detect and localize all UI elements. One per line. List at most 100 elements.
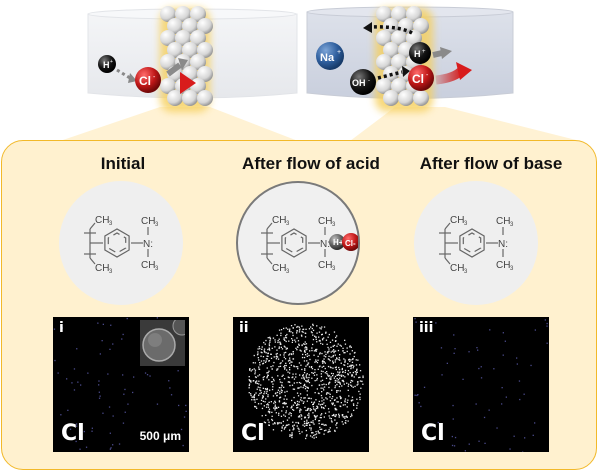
cl-signal-dot xyxy=(297,368,299,370)
cl-signal-dot xyxy=(312,343,314,346)
cl-signal-dot xyxy=(324,412,327,414)
cl-signal-dot xyxy=(335,424,337,426)
cl-signal-dot xyxy=(180,428,183,431)
cl-signal-dot xyxy=(305,435,308,437)
cl-signal-dot xyxy=(317,407,319,409)
cl-signal-dot xyxy=(314,371,316,374)
cl-signal-dot xyxy=(315,338,317,340)
cl-signal-dot xyxy=(303,378,306,380)
cl-signal-dot xyxy=(326,371,328,373)
cl-signal-dot xyxy=(334,366,337,369)
cl-signal-dot xyxy=(291,361,293,363)
cl-signal-dot xyxy=(274,405,276,408)
cl-signal-dot xyxy=(258,374,261,376)
cl-signal-dot xyxy=(285,337,288,339)
cl-signal-dot xyxy=(279,396,282,398)
cl-signal-dot xyxy=(301,330,303,333)
cl-signal-dot xyxy=(276,355,278,357)
cl-signal-dot xyxy=(316,415,318,417)
cl-signal-dot xyxy=(349,365,351,367)
cl-signal-dot xyxy=(302,353,304,356)
cl-signal-dot xyxy=(306,394,308,396)
subscript: 3 xyxy=(464,221,468,227)
cl-signal-dot xyxy=(333,351,335,354)
cl-signal-dot xyxy=(132,391,134,394)
cl-signal-dot xyxy=(289,412,291,414)
cl-signal-dot xyxy=(183,416,186,418)
cl-signal-dot xyxy=(501,403,503,405)
cl-signal-dot xyxy=(312,403,314,406)
cl-signal-dot xyxy=(260,351,262,353)
cl-signal-dot xyxy=(286,369,288,371)
cl-signal-dot xyxy=(323,407,325,410)
cl-signal-dot xyxy=(268,408,271,410)
cl-signal-dot xyxy=(269,338,272,340)
cl-signal-dot xyxy=(271,376,273,379)
cl-signal-dot xyxy=(73,389,76,391)
cl-signal-dot xyxy=(278,401,281,403)
cl-signal-dot xyxy=(308,354,310,357)
cl-signal-dot xyxy=(290,364,292,366)
cl-signal-dot xyxy=(283,403,285,405)
panel-label-iii: iii xyxy=(419,320,434,336)
cl-signal-dot xyxy=(333,377,335,379)
cl-signal-dot xyxy=(516,363,518,365)
cl-signal-dot xyxy=(334,379,336,382)
cl-signal-dot xyxy=(325,339,328,341)
cl-signal-dot xyxy=(275,406,278,409)
cl-signal-dot xyxy=(283,354,285,356)
cl-signal-dot xyxy=(350,384,352,386)
cl-signal-dot xyxy=(323,424,325,426)
cl-signal-dot xyxy=(323,365,325,367)
cl-signal-dot xyxy=(299,399,302,401)
cl-signal-dot xyxy=(325,397,327,399)
cl-signal-dot xyxy=(320,342,322,345)
cl-signal-dot xyxy=(287,381,289,383)
cl-signal-dot xyxy=(98,391,100,393)
cl-signal-dot xyxy=(309,358,311,361)
cl-signal-dot xyxy=(352,399,354,401)
cl-signal-dot xyxy=(336,409,338,411)
cl-signal-dot xyxy=(276,395,278,397)
cl-signal-dot xyxy=(347,373,349,375)
cl-signal-dot xyxy=(306,360,308,362)
cl-signal-dot xyxy=(107,373,109,375)
cl-signal-dot xyxy=(332,354,334,357)
cl-signal-dot xyxy=(258,346,260,348)
cl-signal-dot xyxy=(306,409,309,411)
cl-signal-dot xyxy=(344,400,346,402)
cl-signal-dots xyxy=(248,323,364,440)
cl-signal-dot xyxy=(285,340,287,343)
cl-signal-dot xyxy=(283,378,286,380)
cl-signal-dots xyxy=(414,318,548,452)
cl-signal-dot xyxy=(292,334,294,337)
cl-signal-dot xyxy=(329,427,331,429)
cl-signal-dot xyxy=(524,437,526,439)
cl-signal-dot xyxy=(344,359,346,361)
cl-signal-dot xyxy=(259,389,261,391)
cl-signal-dot xyxy=(254,371,256,373)
cl-signal-dot xyxy=(311,401,313,403)
cl-signal-dot xyxy=(267,395,269,398)
cl-signal-dot xyxy=(279,422,281,424)
cl-signal-dot xyxy=(302,402,304,404)
cl-signal-dot xyxy=(274,400,276,402)
cl-signal-dot xyxy=(91,430,93,432)
cl-signal-dot xyxy=(312,372,314,374)
cl-signal-dot xyxy=(295,366,297,368)
cl-signal-dot xyxy=(256,354,259,356)
bound-h-ion xyxy=(329,234,345,250)
cl-signal-dot xyxy=(350,346,352,348)
cl-signal-dot xyxy=(305,422,307,425)
svg-text:-: - xyxy=(426,72,429,79)
cl-signal-dot xyxy=(274,346,276,348)
aromatic-bonds xyxy=(462,232,482,254)
cl-signal-dot xyxy=(305,385,307,388)
cl-signal-dot xyxy=(283,337,285,339)
cl-signal-dot xyxy=(334,407,336,410)
cl-signal-dot xyxy=(309,408,312,410)
cl-signal-dot xyxy=(256,382,258,385)
cl-signal-dot xyxy=(77,381,79,383)
cl-signal-dot xyxy=(358,376,360,379)
